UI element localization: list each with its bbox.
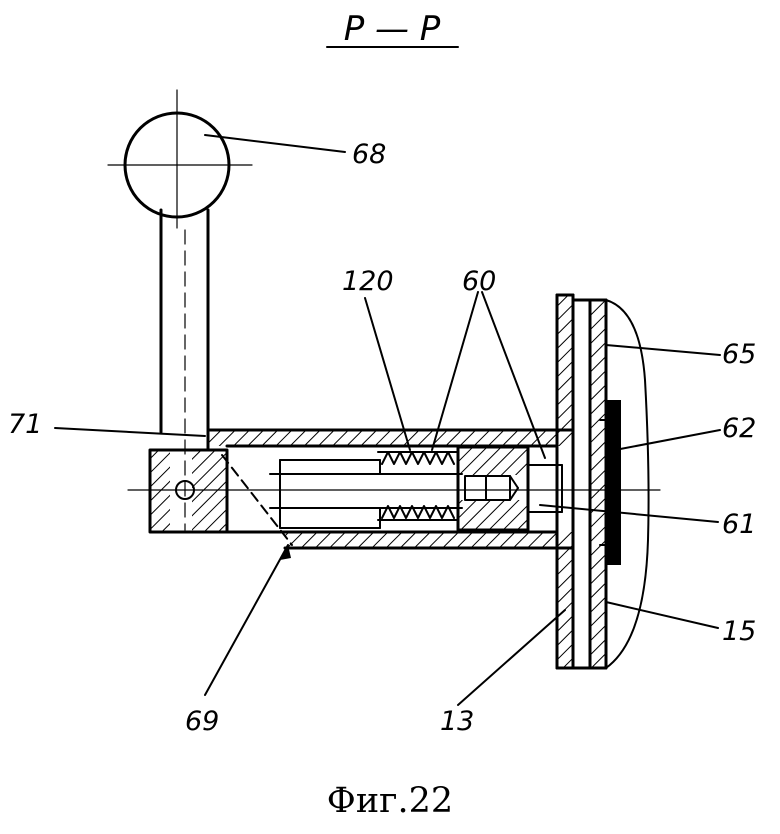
spring-120 [377,451,459,521]
wall-plate-13 [555,293,575,670]
lever-rod [159,208,210,531]
knob-68 [107,89,253,229]
handle-block [148,448,229,534]
label-15: 15 [722,616,756,647]
break-line [605,299,650,669]
label-71: 71 [8,409,42,440]
insert-62 [599,400,621,565]
section-title: P — P [344,9,441,49]
label-62: 62 [722,413,756,444]
label-13: 13 [440,706,474,737]
label-69: 69 [185,706,219,737]
label-60: 60 [462,266,496,297]
leader-lines [54,134,721,706]
inner-bore [269,459,463,529]
label-65: 65 [722,339,756,370]
figure-caption: Фиг.22 [327,781,453,821]
label-120: 120 [342,266,394,297]
label-68: 68 [352,139,386,170]
label-61: 61 [722,509,756,540]
housing-tube [206,428,575,550]
plate-15 [571,298,608,670]
sleeve-60 [456,445,530,532]
